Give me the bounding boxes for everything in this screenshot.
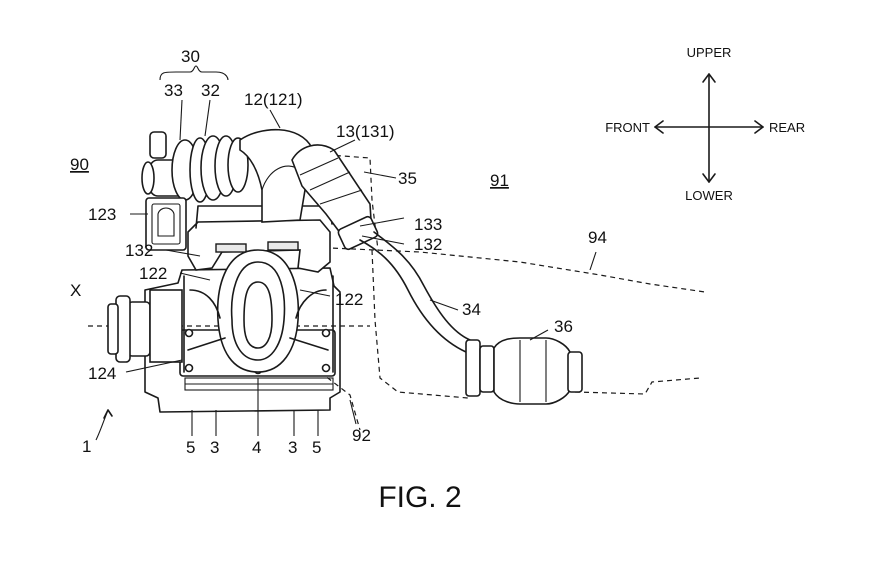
label-32: 32 xyxy=(201,81,220,100)
rotor-center xyxy=(187,249,329,373)
catalytic-converter-36 xyxy=(465,337,583,405)
label-1: 1 xyxy=(82,437,91,456)
label-122-right: 122 xyxy=(335,290,363,309)
direction-upper: UPPER xyxy=(687,45,732,60)
label-30: 30 xyxy=(181,47,200,66)
label-124: 124 xyxy=(88,364,116,383)
label-x: X xyxy=(70,281,81,300)
label-34: 34 xyxy=(462,300,481,319)
direction-rear: REAR xyxy=(769,120,805,135)
label-33: 33 xyxy=(164,81,183,100)
label-5-right: 5 xyxy=(312,438,321,457)
label-122-left: 122 xyxy=(139,264,167,283)
label-92: 92 xyxy=(352,426,371,445)
label-133: 133 xyxy=(414,215,442,234)
label-91: 91 xyxy=(490,171,509,190)
label-13: 13(131) xyxy=(336,122,395,141)
label-132-right: 132 xyxy=(414,235,442,254)
bolt xyxy=(321,328,331,338)
label-3-left: 3 xyxy=(210,438,219,457)
label-3-right: 3 xyxy=(288,438,297,457)
exhaust-13 xyxy=(291,144,379,251)
turbocharger xyxy=(141,131,249,203)
label-36: 36 xyxy=(554,317,573,336)
figure-caption: FIG. 2 xyxy=(378,481,461,514)
bolt xyxy=(321,363,331,373)
label-123: 123 xyxy=(88,205,116,224)
label-94: 94 xyxy=(588,228,607,247)
bolt xyxy=(184,363,194,373)
reference-labels: 30 33 32 12(121) 13(131) 35 91 90 123 13… xyxy=(70,47,607,457)
label-90: 90 xyxy=(70,155,89,174)
label-12: 12(121) xyxy=(244,90,303,109)
front-pulley xyxy=(107,289,183,363)
direction-indicator: UPPER LOWER FRONT REAR xyxy=(605,45,805,203)
direction-front: FRONT xyxy=(605,120,650,135)
label-35: 35 xyxy=(398,169,417,188)
label-5-left: 5 xyxy=(186,438,195,457)
leader-lines xyxy=(95,65,597,441)
label-132-left: 132 xyxy=(125,241,153,260)
direction-lower: LOWER xyxy=(685,188,733,203)
exhaust-pipe-34 xyxy=(359,231,471,353)
label-4: 4 xyxy=(252,438,261,457)
bolt xyxy=(184,328,194,338)
